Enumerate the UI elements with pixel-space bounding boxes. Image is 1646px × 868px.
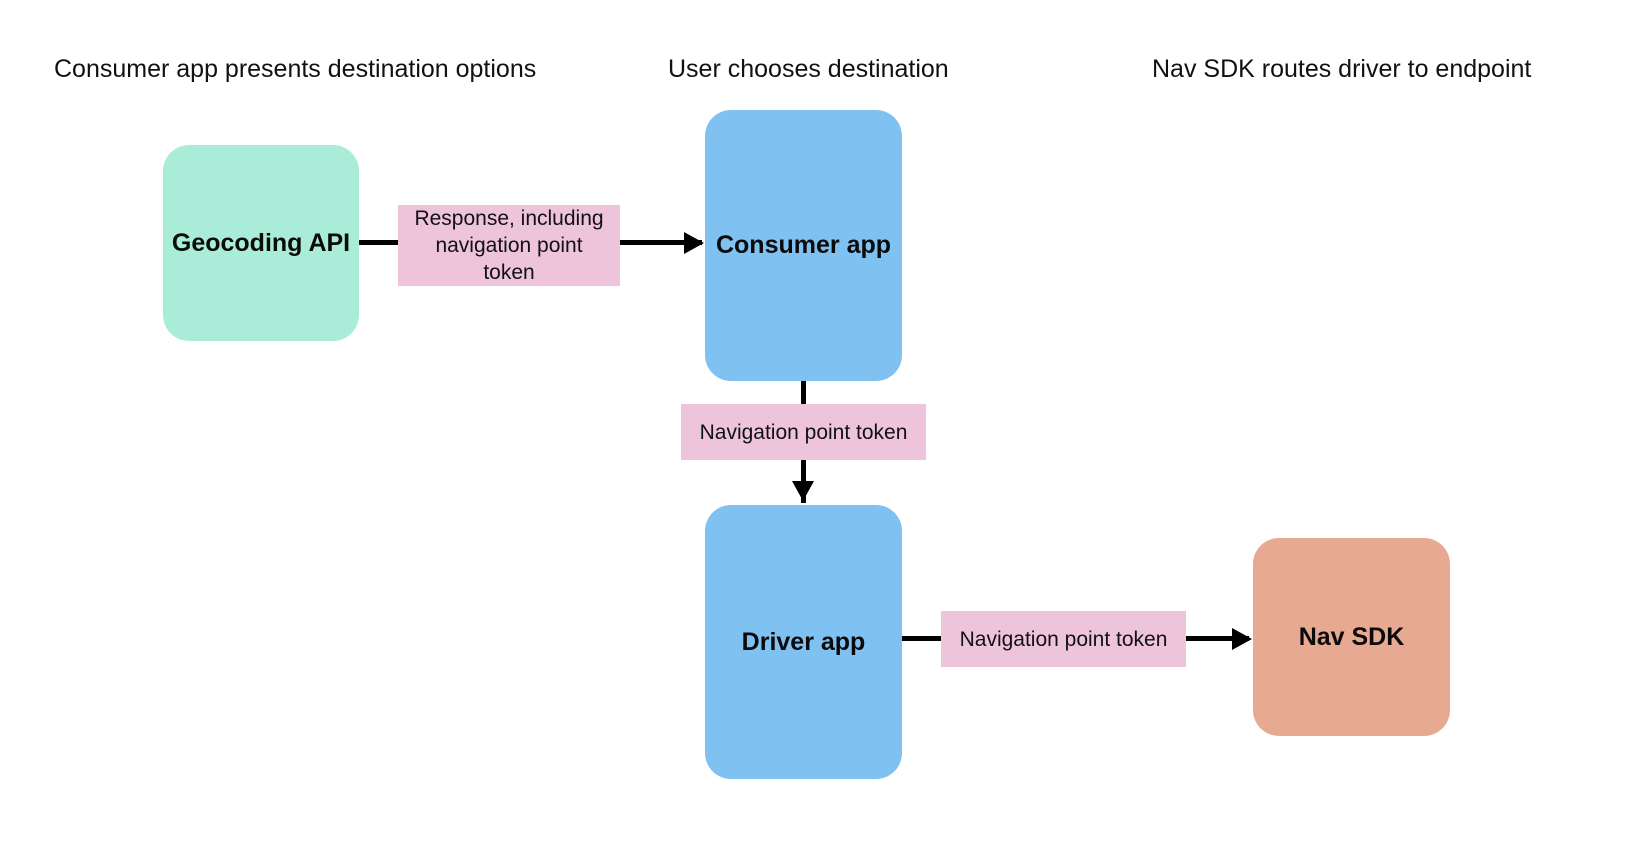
arrowhead-down-icon-consumer-to-driver — [792, 481, 814, 501]
node-geocoding-api-label: Geocoding API — [171, 228, 351, 257]
column-header-user-chooses: User chooses destination — [668, 55, 949, 83]
edge-label-navigation-point-token-consumer-to-driver: Navigation point token — [681, 404, 926, 460]
column-header-nav-routes: Nav SDK routes driver to endpoint — [1152, 55, 1532, 83]
arrowhead-right-icon-geocoding-to-consumer — [684, 232, 704, 254]
node-nav-sdk-label: Nav SDK — [1298, 622, 1405, 651]
arrowhead-right-icon-driver-to-navsdk — [1232, 628, 1252, 650]
node-driver-app-label: Driver app — [741, 627, 866, 656]
node-consumer-app[interactable]: Consumer app — [705, 110, 902, 381]
edge-label-navigation-point-token-driver-to-navsdk: Navigation point token — [941, 611, 1186, 667]
node-consumer-app-label: Consumer app — [715, 231, 892, 259]
edge-label-response-including-navigation-point-token: Response, including navigation point tok… — [398, 205, 620, 286]
column-header-consumer-options: Consumer app presents destination option… — [54, 55, 537, 83]
node-driver-app[interactable]: Driver app — [705, 505, 902, 779]
node-nav-sdk[interactable]: Nav SDK — [1253, 538, 1450, 736]
node-geocoding-api[interactable]: Geocoding API — [163, 145, 359, 341]
